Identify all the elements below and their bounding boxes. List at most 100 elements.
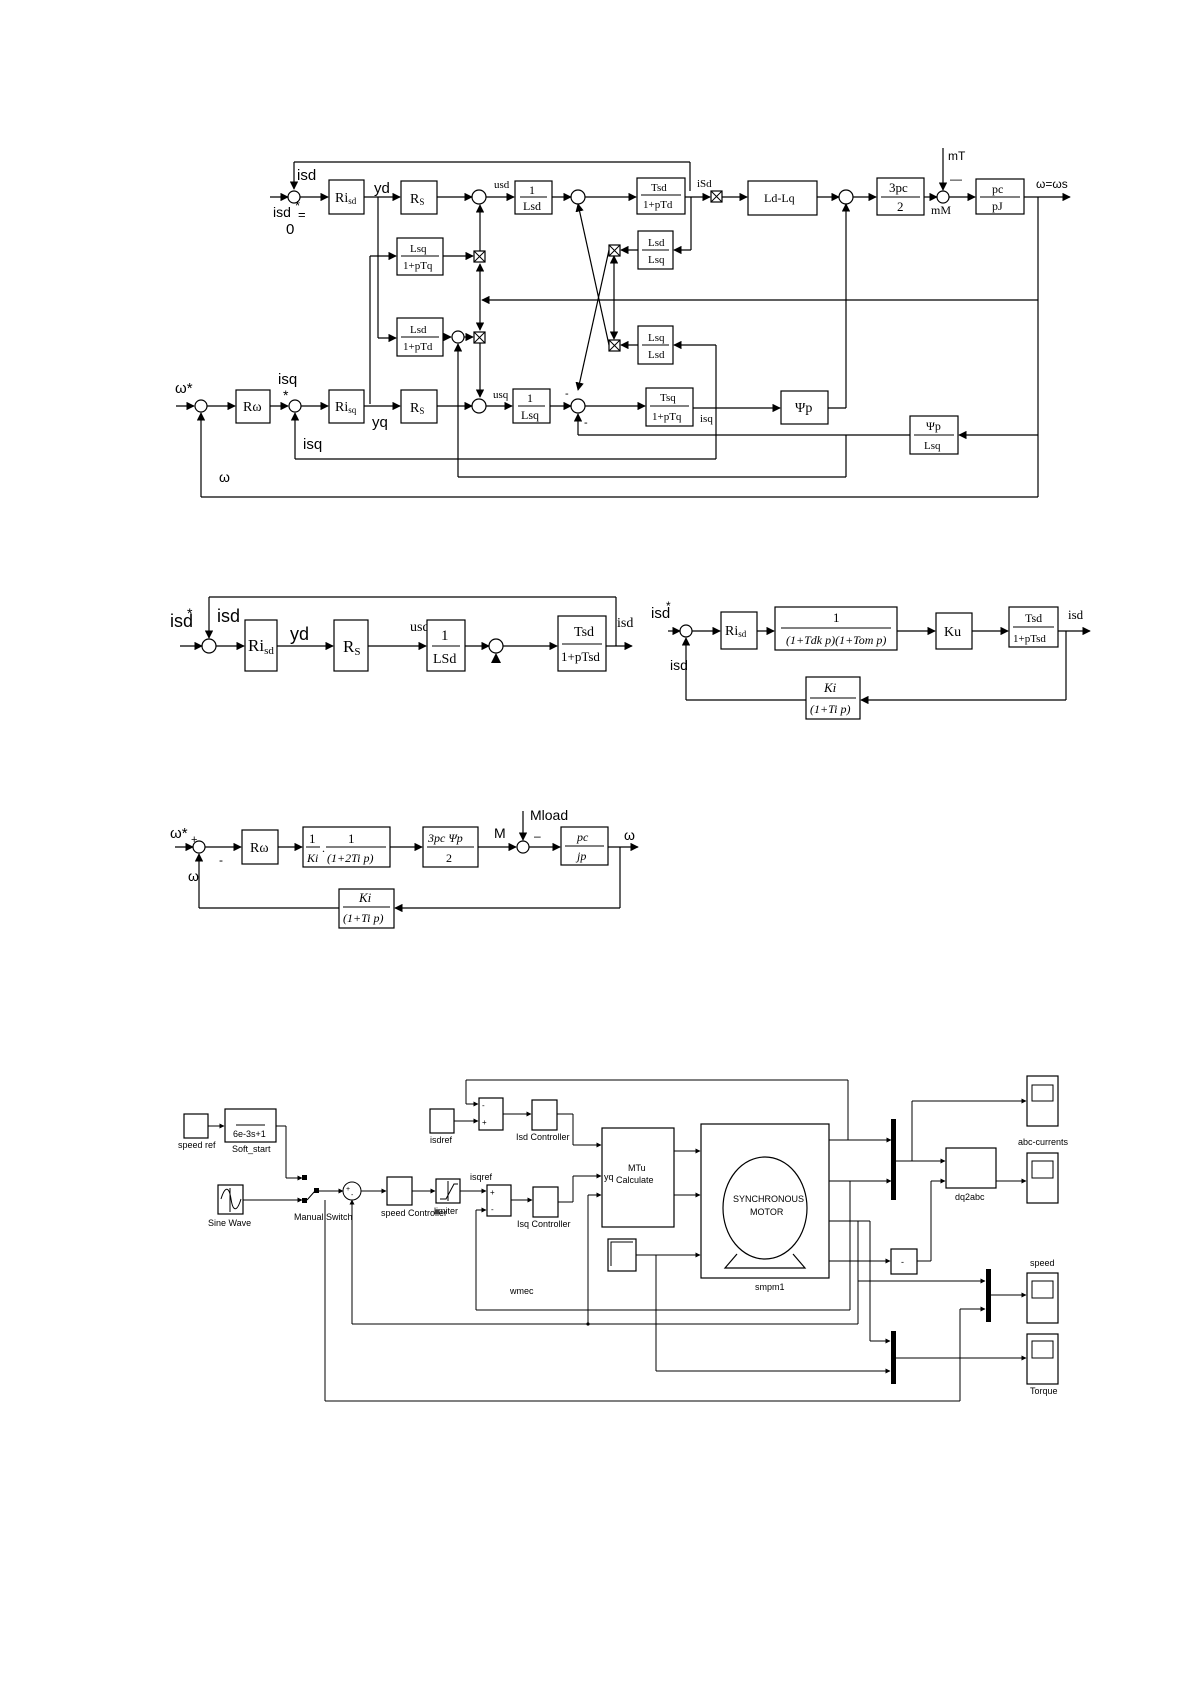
speed-controller-block[interactable] <box>386 1176 413 1206</box>
sine-wave-label: Sine Wave <box>208 1218 251 1228</box>
torque-summing-junction <box>838 189 854 205</box>
mux-bus-1 <box>891 1119 896 1200</box>
svg-text:1+pTsd: 1+pTsd <box>1013 633 1046 645</box>
svg-text:2: 2 <box>446 851 452 865</box>
diagram-d-current-loop-delays: isd * isd Risd 1 (1+Tdk p)(1+Tom p) Ku T… <box>651 599 1091 720</box>
ri-sq-block <box>328 389 365 424</box>
r-omega-block-4 <box>241 829 279 865</box>
speed-controller-label: speed Controller <box>381 1208 447 1218</box>
svg-text:RS: RS <box>410 192 424 207</box>
speed-ref-block[interactable] <box>183 1113 209 1139</box>
svg-text:Risd: Risd <box>725 624 747 639</box>
speed-summing-junction <box>194 399 208 413</box>
soft-start-label: Soft_start <box>232 1144 271 1154</box>
tsd-block <box>636 177 686 215</box>
mux-bus-torque <box>891 1331 896 1384</box>
dq2abc-label: dq2abc <box>955 1192 985 1202</box>
svg-text:MTu: MTu <box>628 1163 646 1173</box>
svg-text:Tsd: Tsd <box>1025 611 1042 625</box>
svg-text:-: - <box>565 388 569 400</box>
isd-summing-junction-2 <box>201 638 217 654</box>
svg-text:(1+Tdk p)(1+Tom p): (1+Tdk p)(1+Tom p) <box>786 633 886 647</box>
omega-out-label-4: ω <box>624 827 635 843</box>
svg-text:2: 2 <box>897 199 904 214</box>
isd-out-label-3: isd <box>1068 607 1084 622</box>
svg-text:Ld-Lq: Ld-Lq <box>764 191 795 205</box>
speed-ref-label: speed ref <box>178 1140 216 1150</box>
mload-label: Mload <box>530 807 568 823</box>
isd-sum-block[interactable] <box>478 1097 504 1131</box>
omega-star-label-4: ω* <box>170 825 188 842</box>
ri-sd-block-3 <box>720 611 758 650</box>
svg-text:Risq: Risq <box>335 400 357 415</box>
isqref-label: isqref <box>470 1172 493 1182</box>
svg-text:Rω: Rω <box>243 400 262 415</box>
step-block[interactable] <box>607 1238 637 1272</box>
diagram-d-current-loop: isd * isd Risd yd RS usd 1 LSd Tsd 1+pTs… <box>170 596 633 672</box>
svg-text:Rω: Rω <box>250 841 269 856</box>
svg-text:pJ: pJ <box>992 199 1003 213</box>
synchronous-motor-block[interactable] <box>700 1123 830 1279</box>
isd-star-label: isd <box>170 611 193 631</box>
svg-text:Lsd: Lsd <box>410 324 427 336</box>
svg-text:-: - <box>901 1257 904 1267</box>
yq-label: yq <box>372 414 388 431</box>
d-current-summing-junction <box>570 189 586 205</box>
isd-star-label-3: isd <box>651 605 670 622</box>
omega-feedback-label: ω <box>219 469 230 485</box>
svg-text:1+pTd: 1+pTd <box>643 199 673 211</box>
svg-text:*: * <box>187 605 193 621</box>
svg-text:–: – <box>534 829 541 843</box>
coupling-blocks-left: Lsq 1+pTq Lsd 1+pTd <box>369 197 1038 404</box>
negate-block[interactable] <box>890 1248 918 1275</box>
isq-controller-label: Isq Controller <box>517 1219 571 1229</box>
svg-text:1: 1 <box>348 831 355 846</box>
svg-text:RS: RS <box>410 401 424 416</box>
star-mark: * <box>295 198 300 213</box>
svg-text:6e-3s+1: 6e-3s+1 <box>233 1129 266 1139</box>
svg-text:yq: yq <box>604 1172 614 1182</box>
usd-summing-junction <box>471 189 487 205</box>
svg-text:Lsq: Lsq <box>521 408 539 422</box>
svg-text:1+pTq: 1+pTq <box>652 411 682 423</box>
motor-icon <box>722 1156 808 1260</box>
isdref-block[interactable] <box>429 1108 455 1134</box>
coupling-blocks-right: Lsd Lsq Lsq Lsd <box>575 197 717 408</box>
isq-out-label: isq <box>700 413 713 425</box>
yd-label: yd <box>374 180 390 197</box>
isd-out-label: iSd <box>697 178 712 190</box>
smpm-label: smpm1 <box>755 1282 785 1292</box>
isq-sum-block[interactable] <box>486 1184 512 1217</box>
svg-text:Calculate: Calculate <box>616 1175 654 1185</box>
diagram-speed-loop: ω* + - ω Rω 1 Ki . 1 (1+2Ti p) 3pc Ψp 2 … <box>170 807 639 929</box>
isd-feedback-label: isd <box>297 167 316 184</box>
svg-text:-: - <box>351 1192 354 1199</box>
isd-out-label-2: isd <box>617 616 633 631</box>
svg-text:(1+2Ti p): (1+2Ti p) <box>327 851 373 865</box>
isq-controller-block[interactable] <box>532 1186 559 1218</box>
isq-summing-junction <box>288 399 302 413</box>
svg-text:-: - <box>491 1205 494 1214</box>
diagram-full-control: isd isd * = 0 Risd yd RS usd 1 Lsd Tsd <box>175 148 1071 498</box>
svg-text:LSd: LSd <box>433 652 456 667</box>
dq2abc-block[interactable] <box>945 1147 997 1189</box>
svg-text:1+pTq: 1+pTq <box>403 260 433 272</box>
isd-summing-junction-3 <box>679 624 693 638</box>
load-summing-junction <box>936 190 950 204</box>
mtu-calculate-block[interactable] <box>601 1127 675 1228</box>
psi-p-block <box>780 390 829 425</box>
isd-controller-block[interactable] <box>531 1099 558 1131</box>
isdref-label: isdref <box>430 1135 453 1145</box>
svg-text:Lsq: Lsq <box>648 332 665 344</box>
svg-text:1: 1 <box>527 391 533 405</box>
manual-switch[interactable] <box>302 1175 319 1203</box>
svg-text:Risd: Risd <box>335 191 357 206</box>
speed-summing-junction-4 <box>192 840 206 854</box>
svg-text:*: * <box>283 387 289 403</box>
usd-label: usd <box>494 179 510 191</box>
usq-summing-junction <box>471 398 487 414</box>
isq-feedback-label: isq <box>303 436 322 453</box>
isd-feedback-label-2: isd <box>217 606 240 626</box>
isq-ref-label: isq <box>278 371 297 388</box>
